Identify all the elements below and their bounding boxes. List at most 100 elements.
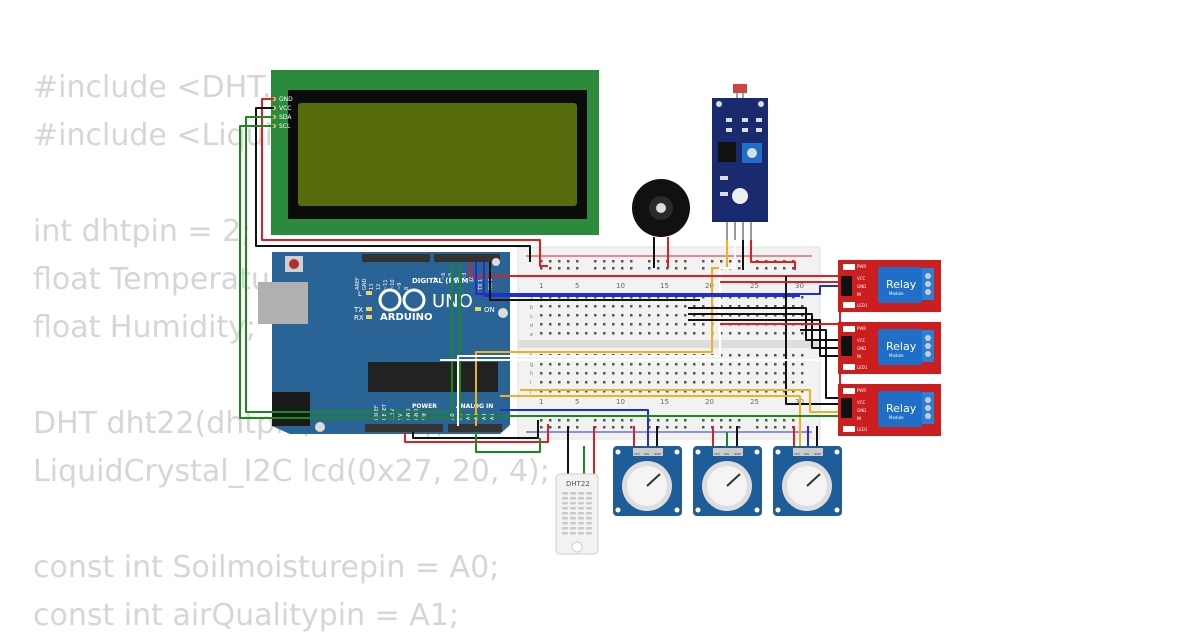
power-label: POWER [412,403,437,410]
dht-grille-slot [570,512,576,515]
breadboard-hole [729,314,732,317]
rail-hole [630,260,633,263]
breadboard-hole [738,314,741,317]
breadboard-hole [792,381,795,384]
breadboard-hole [711,363,714,366]
breadboard-hole [540,363,543,366]
breadboard-column-numbers: 1 5 10 15 20 25 30 1 5 10 15 20 25 30 [539,282,804,406]
breadboard-hole [558,372,561,375]
rail-hole [729,260,732,263]
column-number: 25 [750,398,759,406]
breadboard-hole [693,305,696,308]
relay-subtitle: Module [889,291,904,296]
relay-pin: VCC [857,400,866,405]
breadboard-hole [576,332,579,335]
row-letter: c [530,314,533,320]
breadboard-hole [783,390,786,393]
usb-port [258,282,308,324]
breadboard-hole [603,296,606,299]
relay-subtitle: Module [889,415,904,420]
breadboard-hole [549,296,552,299]
arduino-uno[interactable]: UNO ARDUINO DIGITAL (PWM~) POWER ANALOG … [258,252,510,434]
rail-hole [612,267,615,270]
breadboard-hole [684,296,687,299]
relay-module-1[interactable]: Relay Module VCC GND IN PWR LED1 [838,260,941,312]
lcd-display[interactable]: GND VCC SDA SCL [271,70,599,235]
breadboard-hole [666,314,669,317]
rail-hole [711,419,714,422]
breadboard-hole [684,314,687,317]
dht-grille-slot [562,532,568,535]
breadboard-hole [765,354,768,357]
wire [245,116,453,413]
dht-grille-slot [570,497,576,500]
rail-hole [720,260,723,263]
dht-grille-slot [586,502,592,505]
rail-hole [558,426,561,429]
relay-pin: IN [857,416,861,421]
dht-label: DHT22 [566,480,590,488]
photoresistor [733,84,747,93]
rail-hole [774,419,777,422]
rail-hole [729,419,732,422]
rail-hole [684,419,687,422]
potentiometer-3[interactable]: VCC SIG GND [773,446,842,516]
breadboard-hole [567,372,570,375]
rail-hole [702,260,705,263]
breadboard-hole [639,296,642,299]
column-number: 25 [750,282,759,290]
breadboard-hole [747,354,750,357]
dht22-sensor[interactable]: DHT22 [555,473,599,555]
relay-module-2[interactable]: Relay Module VCC GND IN PWR LED1 [838,322,941,374]
breadboard-hole [603,363,606,366]
breadboard-hole [765,372,768,375]
buzzer[interactable] [632,179,690,237]
breadboard-hole [621,390,624,393]
wire [255,107,531,262]
column-number: 20 [705,398,714,406]
breadboard-hole [783,332,786,335]
breadboard-hole [765,363,768,366]
breadboard-hole [783,372,786,375]
breadboard-hole [612,323,615,326]
pot-pin: SIG [644,452,650,456]
code-line: int dhtpin = 2; [33,214,252,249]
dht-grille-slot [562,497,568,500]
rail-hole [576,267,579,270]
code-line: const int airQualitypin = A1; [33,598,460,633]
rail-hole [738,426,741,429]
column-number: 5 [575,282,579,290]
tx-label: TX [353,306,363,314]
pin-label: 8 [404,287,410,290]
breadboard-hole [801,381,804,384]
breadboard-hole [792,363,795,366]
breadboard[interactable]: 1 5 10 15 20 25 30 1 5 10 15 20 25 30 a … [517,246,821,440]
rail-hole [594,267,597,270]
breadboard-hole [747,381,750,384]
wire [500,409,649,458]
light-sensor-module[interactable] [712,84,768,240]
breadboard-hole [630,305,633,308]
breadboard-hole [675,372,678,375]
breadboard-hole [801,363,804,366]
pin-label: ~10 [390,279,396,290]
dht-grille [562,492,592,535]
breadboard-hole [639,332,642,335]
breadboard-hole [756,332,759,335]
potentiometer-2[interactable]: VCC SIG GND [693,446,762,516]
rail-hole [684,260,687,263]
rail-hole [729,426,732,429]
digital-label: DIGITAL (PWM~) [412,277,477,285]
rail-hole [648,267,651,270]
rail-hole [540,426,543,429]
breadboard-hole [756,381,759,384]
relay-module-3[interactable]: Relay Module VCC GND IN PWR LED1 [838,384,941,436]
rail-hole [549,260,552,263]
pin-label: 12 [376,284,382,290]
breadboard-hole [702,363,705,366]
pin-label: TX 1 [478,279,484,291]
breadboard-hole [675,323,678,326]
potentiometer-1[interactable]: VCC SIG GND [613,446,682,516]
relay-pwr: PWR [857,388,866,393]
dht-grille-slot [570,527,576,530]
